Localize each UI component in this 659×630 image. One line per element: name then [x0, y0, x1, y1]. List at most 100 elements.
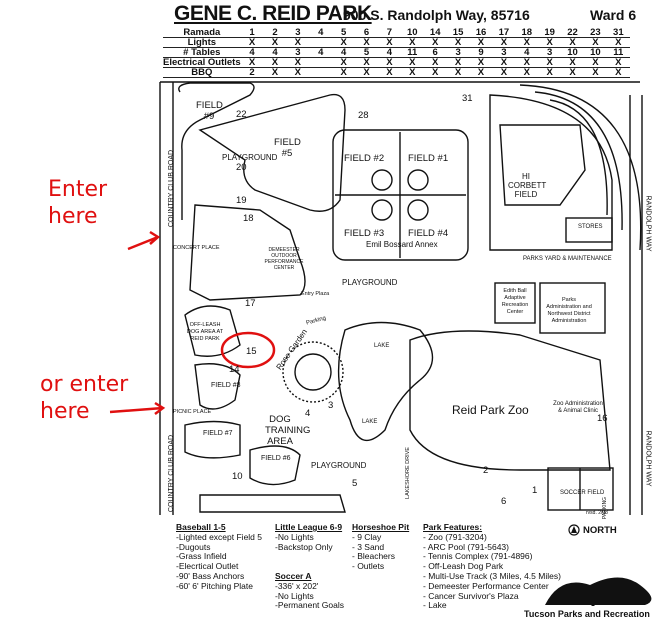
amenities-cell: X — [454, 67, 462, 78]
amenities-cell: 4 — [318, 47, 324, 58]
amenities-cell: 3 — [295, 27, 301, 38]
country-club-road-label-2: COUNTRY CLUB ROAD — [168, 434, 176, 513]
annex-label: Emil Bossard Annex — [366, 240, 438, 249]
amenities-cell: X — [409, 57, 416, 68]
amenities-cell: 16 — [475, 27, 487, 38]
enter-arrow-2 — [109, 401, 166, 415]
amenities-cell: 10 — [567, 47, 578, 58]
edith-ball-label: Edith Ball Adaptive Recreation Center — [501, 288, 529, 315]
amenities-cell: X — [432, 57, 439, 68]
amenities-row-label: Lights — [187, 37, 217, 48]
amenities-cell: 15 — [452, 27, 464, 38]
annotation-or-enter: or enter here — [40, 372, 129, 424]
amenities-cell: 2 — [272, 27, 278, 38]
entry-plaza-label: Entry Plaza — [301, 291, 330, 297]
amenities-cell: 6 — [432, 47, 438, 58]
randolph-way-label-1: RANDOLPH WAY — [644, 195, 652, 252]
amenities-cell: X — [294, 37, 302, 48]
tucson-parks-logo-text: Tucson Parks and Recreation — [524, 609, 650, 619]
amenities-cell: 3 — [501, 47, 507, 58]
amenities-cell: X — [569, 57, 576, 68]
lakeshore-drive-label: LAKESHORE DRIVE — [404, 447, 411, 499]
amenities-cell: X — [546, 67, 553, 78]
field-8-label: FIELD #8 — [211, 382, 241, 389]
amenities-cell: X — [500, 67, 508, 78]
amenities-cell: X — [615, 57, 622, 68]
amenities-cell: X — [592, 67, 599, 78]
amenities-cell: X — [615, 67, 622, 78]
legend-baseball: Baseball 1-5 -Lighted except Field 5 -Du… — [176, 522, 262, 591]
ramada-10: 10 — [232, 471, 243, 482]
amenities-cell: X — [477, 37, 485, 48]
amenities-cell: 7 — [386, 27, 393, 38]
amenities-cell: X — [592, 37, 599, 48]
amenities-cell: 22 — [567, 27, 578, 38]
amenities-cell: X — [432, 37, 439, 48]
amenities-cell: 4 — [340, 47, 347, 58]
randolph-way-label-2: RANDOLPH WAY — [644, 430, 652, 487]
amenities-cell: X — [294, 57, 302, 68]
stores-label: STORES — [578, 224, 603, 230]
north-arrow-icon — [568, 524, 580, 536]
amenities-cell: X — [546, 37, 553, 48]
ramada-1: 1 — [532, 485, 538, 496]
amenities-cell: 23 — [590, 27, 601, 38]
ramada-19: 19 — [236, 195, 247, 206]
amenities-cell: X — [340, 37, 347, 48]
offleash-label: OFF-LEASH DOG AREA AT REID PARK — [186, 322, 224, 342]
amenities-cell: 4 — [249, 47, 255, 58]
dog-training-label: DOG TRAINING AREA — [265, 414, 311, 447]
amenities-cell: X — [546, 57, 553, 68]
field-7-label: FIELD #7 — [203, 430, 233, 437]
amenities-cell: X — [477, 57, 485, 68]
amenities-cell: 4 — [386, 47, 393, 58]
amenities-cell: X — [523, 37, 530, 48]
amenities-cell: 19 — [544, 27, 555, 38]
concert-place-label: CONCERT PLACE — [173, 245, 220, 251]
amenities-row-label: # Tables — [183, 47, 221, 58]
amenities-cell: X — [294, 67, 302, 78]
amenities-cell: X — [271, 37, 279, 48]
legend-features: Park Features: - Zoo (791-3204) - ARC Po… — [423, 522, 561, 611]
amenities-cell: X — [386, 37, 393, 48]
amenities-cell: 5 — [363, 47, 370, 58]
ramada-20: 20 — [236, 162, 247, 173]
soccer-label: SOCCER FIELD — [560, 490, 605, 496]
ramada-2: 2 — [483, 465, 489, 476]
amenities-cell: X — [363, 57, 370, 68]
parks-admin-label: Parks Administration and Northwest Distr… — [546, 297, 592, 324]
revised-label: rvsd. 2/08 — [586, 510, 608, 516]
amenities-cell: X — [340, 67, 347, 78]
amenities-cell: X — [386, 57, 393, 68]
field-3-label: FIELD #3 — [344, 228, 385, 239]
amenities-row-label: Ramada — [183, 27, 221, 38]
zoo-label: Reid Park Zoo — [452, 403, 529, 417]
amenities-row-label: BBQ — [191, 67, 213, 78]
amenities-cell: X — [340, 57, 347, 68]
amenities-cell: 4 — [524, 47, 530, 58]
amenities-cell: X — [592, 57, 599, 68]
field-4-label: FIELD #4 — [408, 228, 449, 239]
enter-arrow — [127, 230, 161, 251]
playground-label-2: PLAYGROUND — [342, 278, 398, 287]
amenities-cell: 4 — [318, 27, 324, 38]
ramada-5: 5 — [352, 478, 358, 489]
amenities-cell: 2 — [249, 67, 255, 78]
ramada-18: 18 — [243, 213, 254, 224]
amenities-cell: X — [523, 67, 530, 78]
ramada-28: 28 — [358, 110, 369, 121]
amenities-cell: X — [363, 37, 370, 48]
ramada-17: 17 — [245, 298, 256, 309]
demeester-label: DEMEESTER OUTDOOR PERFORMANCE CENTER — [264, 247, 304, 271]
amenities-cell: X — [409, 37, 416, 48]
amenities-cell: X — [500, 37, 508, 48]
amenities-cell: X — [569, 67, 576, 78]
ramada-31: 31 — [462, 93, 473, 104]
amenities-cell: 14 — [429, 27, 441, 38]
picnic-place-label: PICNIC PLACE — [173, 409, 212, 415]
ramada-15: 15 — [246, 346, 257, 357]
amenities-cell: X — [363, 67, 370, 78]
